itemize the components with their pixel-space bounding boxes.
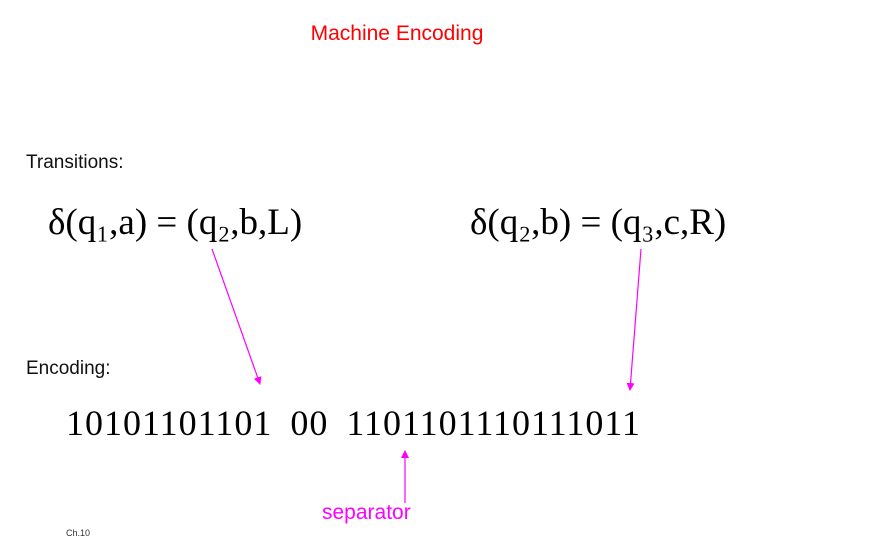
footer-chapter: Ch.10	[66, 528, 91, 538]
arrow-formula-2-to-encoding	[626, 248, 642, 391]
transition-formula-2: δ(q₂,b) = (q₃,c,R)	[470, 202, 727, 243]
separator-label: separator	[322, 501, 411, 524]
transition-formula-1: δ(q₁,a) = (q₂,b,L)	[48, 202, 303, 243]
encoding-string: 10101101101 00 1101101110111011	[66, 400, 641, 446]
arrow-formula-1-to-encoding	[211, 248, 262, 385]
encoding-first-transition: 10101101101	[66, 403, 273, 443]
slide-title: Machine Encoding	[310, 22, 484, 45]
transitions-label: Transitions:	[26, 152, 124, 173]
encoding-separator: 00	[290, 403, 329, 443]
encoding-label: Encoding:	[26, 358, 111, 379]
encoding-second-transition: 1101101110111011	[346, 403, 641, 443]
